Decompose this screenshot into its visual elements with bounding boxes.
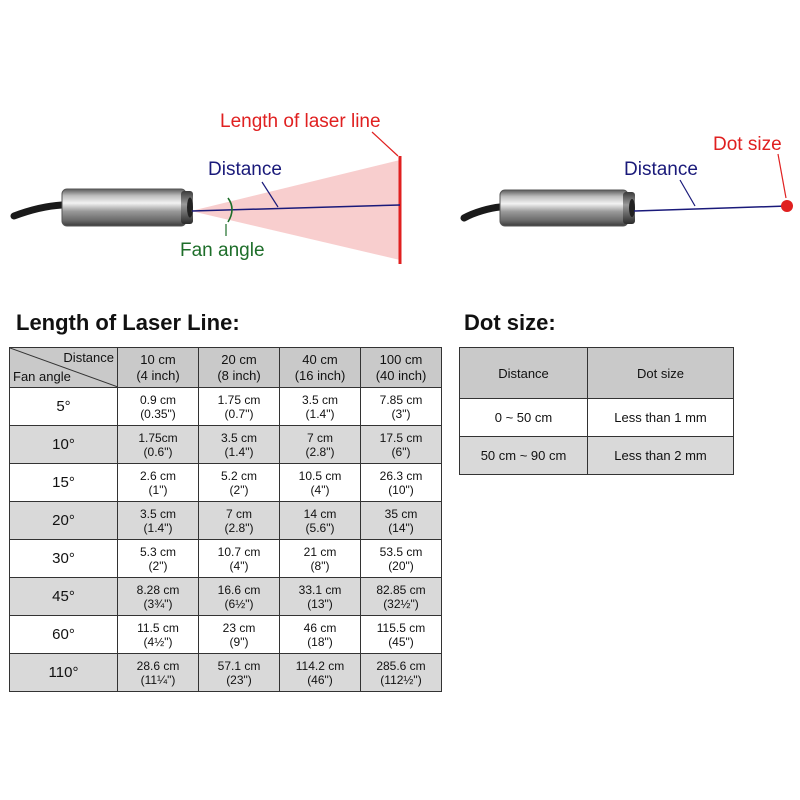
length-cell: 114.2 cm(46") — [279, 653, 361, 692]
length-cell: 3.5 cm(1.4") — [198, 425, 280, 464]
fan-angle-cell: 110° — [9, 653, 118, 692]
distance-cell: 50 cm ~ 90 cm — [459, 436, 588, 475]
dot-size-leader — [777, 153, 787, 199]
dot-laser-aperture — [629, 199, 635, 217]
distance-label-left: Distance — [208, 159, 282, 180]
length-cell: 1.75 cm(0.7") — [198, 387, 280, 426]
length-of-laser-line-label: Length of laser line — [220, 111, 381, 132]
length-cell: 115.5 cm(45") — [360, 615, 442, 654]
table-header-row: Distance Fan angle 10 cm(4 inch) 20 cm(8… — [9, 347, 442, 388]
length-cell: 16.6 cm(6½") — [198, 577, 280, 616]
table-row: 110°28.6 cm(11¼")57.1 cm(23")114.2 cm(46… — [9, 653, 442, 692]
length-cell: 8.28 cm(3¾") — [117, 577, 199, 616]
length-leader — [371, 131, 399, 157]
length-cell: 3.5 cm(1.4") — [279, 387, 361, 426]
length-cell: 7 cm(2.8") — [198, 501, 280, 540]
fan-angle-cell: 60° — [9, 615, 118, 654]
length-cell: 17.5 cm(6") — [360, 425, 442, 464]
column-header: 100 cm(40 inch) — [360, 347, 442, 388]
length-cell: 0.9 cm(0.35") — [117, 387, 199, 426]
fan-angle-cell: 15° — [9, 463, 118, 502]
length-cell: 46 cm(18") — [279, 615, 361, 654]
dot-size-column-header: Dot size — [587, 347, 734, 399]
length-cell: 2.6 cm(1") — [117, 463, 199, 502]
distance-label-right: Distance — [624, 159, 698, 180]
length-cell: 33.1 cm(13") — [279, 577, 361, 616]
dot-size-cell: Less than 1 mm — [587, 398, 734, 437]
dot-marker — [781, 200, 793, 212]
dot-distance-line — [633, 205, 788, 212]
column-header: 20 cm(8 inch) — [198, 347, 280, 388]
length-cell: 21 cm(8") — [279, 539, 361, 578]
corner-header-cell: Distance Fan angle — [9, 347, 118, 388]
fan-angle-arc — [227, 197, 233, 223]
length-cell: 23 cm(9") — [198, 615, 280, 654]
fan-angle-cell: 45° — [9, 577, 118, 616]
length-cell: 14 cm(5.6") — [279, 501, 361, 540]
length-cell: 3.5 cm(1.4") — [117, 501, 199, 540]
line-laser-aperture — [187, 197, 193, 218]
line-laser-module — [10, 188, 193, 227]
distance-column-header: Distance — [459, 347, 588, 399]
corner-distance-label: Distance — [63, 350, 114, 365]
dot-laser-body — [499, 189, 629, 227]
laser-line-length-table: Distance Fan angle 10 cm(4 inch) 20 cm(8… — [9, 347, 442, 692]
dot-size-cell: Less than 2 mm — [587, 436, 734, 475]
fan-angle-cell: 20° — [9, 501, 118, 540]
table-row: 20°3.5 cm(1.4")7 cm(2.8")14 cm(5.6")35 c… — [9, 501, 442, 540]
table-row: 60°11.5 cm(4½")23 cm(9")46 cm(18")115.5 … — [9, 615, 442, 654]
table-row: 5°0.9 cm(0.35")1.75 cm(0.7")3.5 cm(1.4")… — [9, 387, 442, 426]
length-cell: 285.6 cm(112½") — [360, 653, 442, 692]
length-cell: 35 cm(14") — [360, 501, 442, 540]
table-row: 15°2.6 cm(1")5.2 cm(2")10.5 cm(4")26.3 c… — [9, 463, 442, 502]
fan-angle-cell: 5° — [9, 387, 118, 426]
length-cell: 28.6 cm(11¼") — [117, 653, 199, 692]
length-cell: 1.75cm(0.6") — [117, 425, 199, 464]
length-cell: 82.85 cm(32½") — [360, 577, 442, 616]
corner-fan-angle-label: Fan angle — [13, 369, 71, 384]
line-laser-cable — [10, 201, 66, 220]
length-cell: 7 cm(2.8") — [279, 425, 361, 464]
length-cell: 26.3 cm(10") — [360, 463, 442, 502]
length-cell: 53.5 cm(20") — [360, 539, 442, 578]
length-cell: 7.85 cm(3") — [360, 387, 442, 426]
column-header: 40 cm(16 inch) — [279, 347, 361, 388]
length-cell: 57.1 cm(23") — [198, 653, 280, 692]
length-cell: 10.7 cm(4") — [198, 539, 280, 578]
dot-laser-module — [460, 189, 635, 227]
laser-line-table-title: Length of Laser Line: — [16, 310, 240, 335]
length-cell: 10.5 cm(4") — [279, 463, 361, 502]
distance-cell: 0 ~ 50 cm — [459, 398, 588, 437]
dot-laser-cable — [460, 203, 504, 222]
table-header-row: Distance Dot size — [459, 347, 734, 399]
fan-angle-cell: 10° — [9, 425, 118, 464]
line-laser-body — [61, 188, 187, 227]
dot-distance-leader — [679, 179, 696, 207]
laser-diagram: Length of laser line Distance Fan angle … — [10, 111, 793, 264]
dot-size-label: Dot size — [713, 134, 782, 155]
column-header: 10 cm(4 inch) — [117, 347, 199, 388]
distance-line — [191, 204, 401, 212]
fan-beam — [191, 160, 400, 260]
table-row: 10°1.75cm(0.6")3.5 cm(1.4")7 cm(2.8")17.… — [9, 425, 442, 464]
length-cell: 5.3 cm(2") — [117, 539, 199, 578]
table-row: 45°8.28 cm(3¾")16.6 cm(6½")33.1 cm(13")8… — [9, 577, 442, 616]
fan-angle-cell: 30° — [9, 539, 118, 578]
fan-angle-label: Fan angle — [180, 240, 265, 261]
distance-leader — [261, 181, 279, 208]
length-cell: 11.5 cm(4½") — [117, 615, 199, 654]
dot-size-table-title: Dot size: — [464, 310, 556, 335]
table-row: 30°5.3 cm(2")10.7 cm(4")21 cm(8")53.5 cm… — [9, 539, 442, 578]
length-cell: 5.2 cm(2") — [198, 463, 280, 502]
